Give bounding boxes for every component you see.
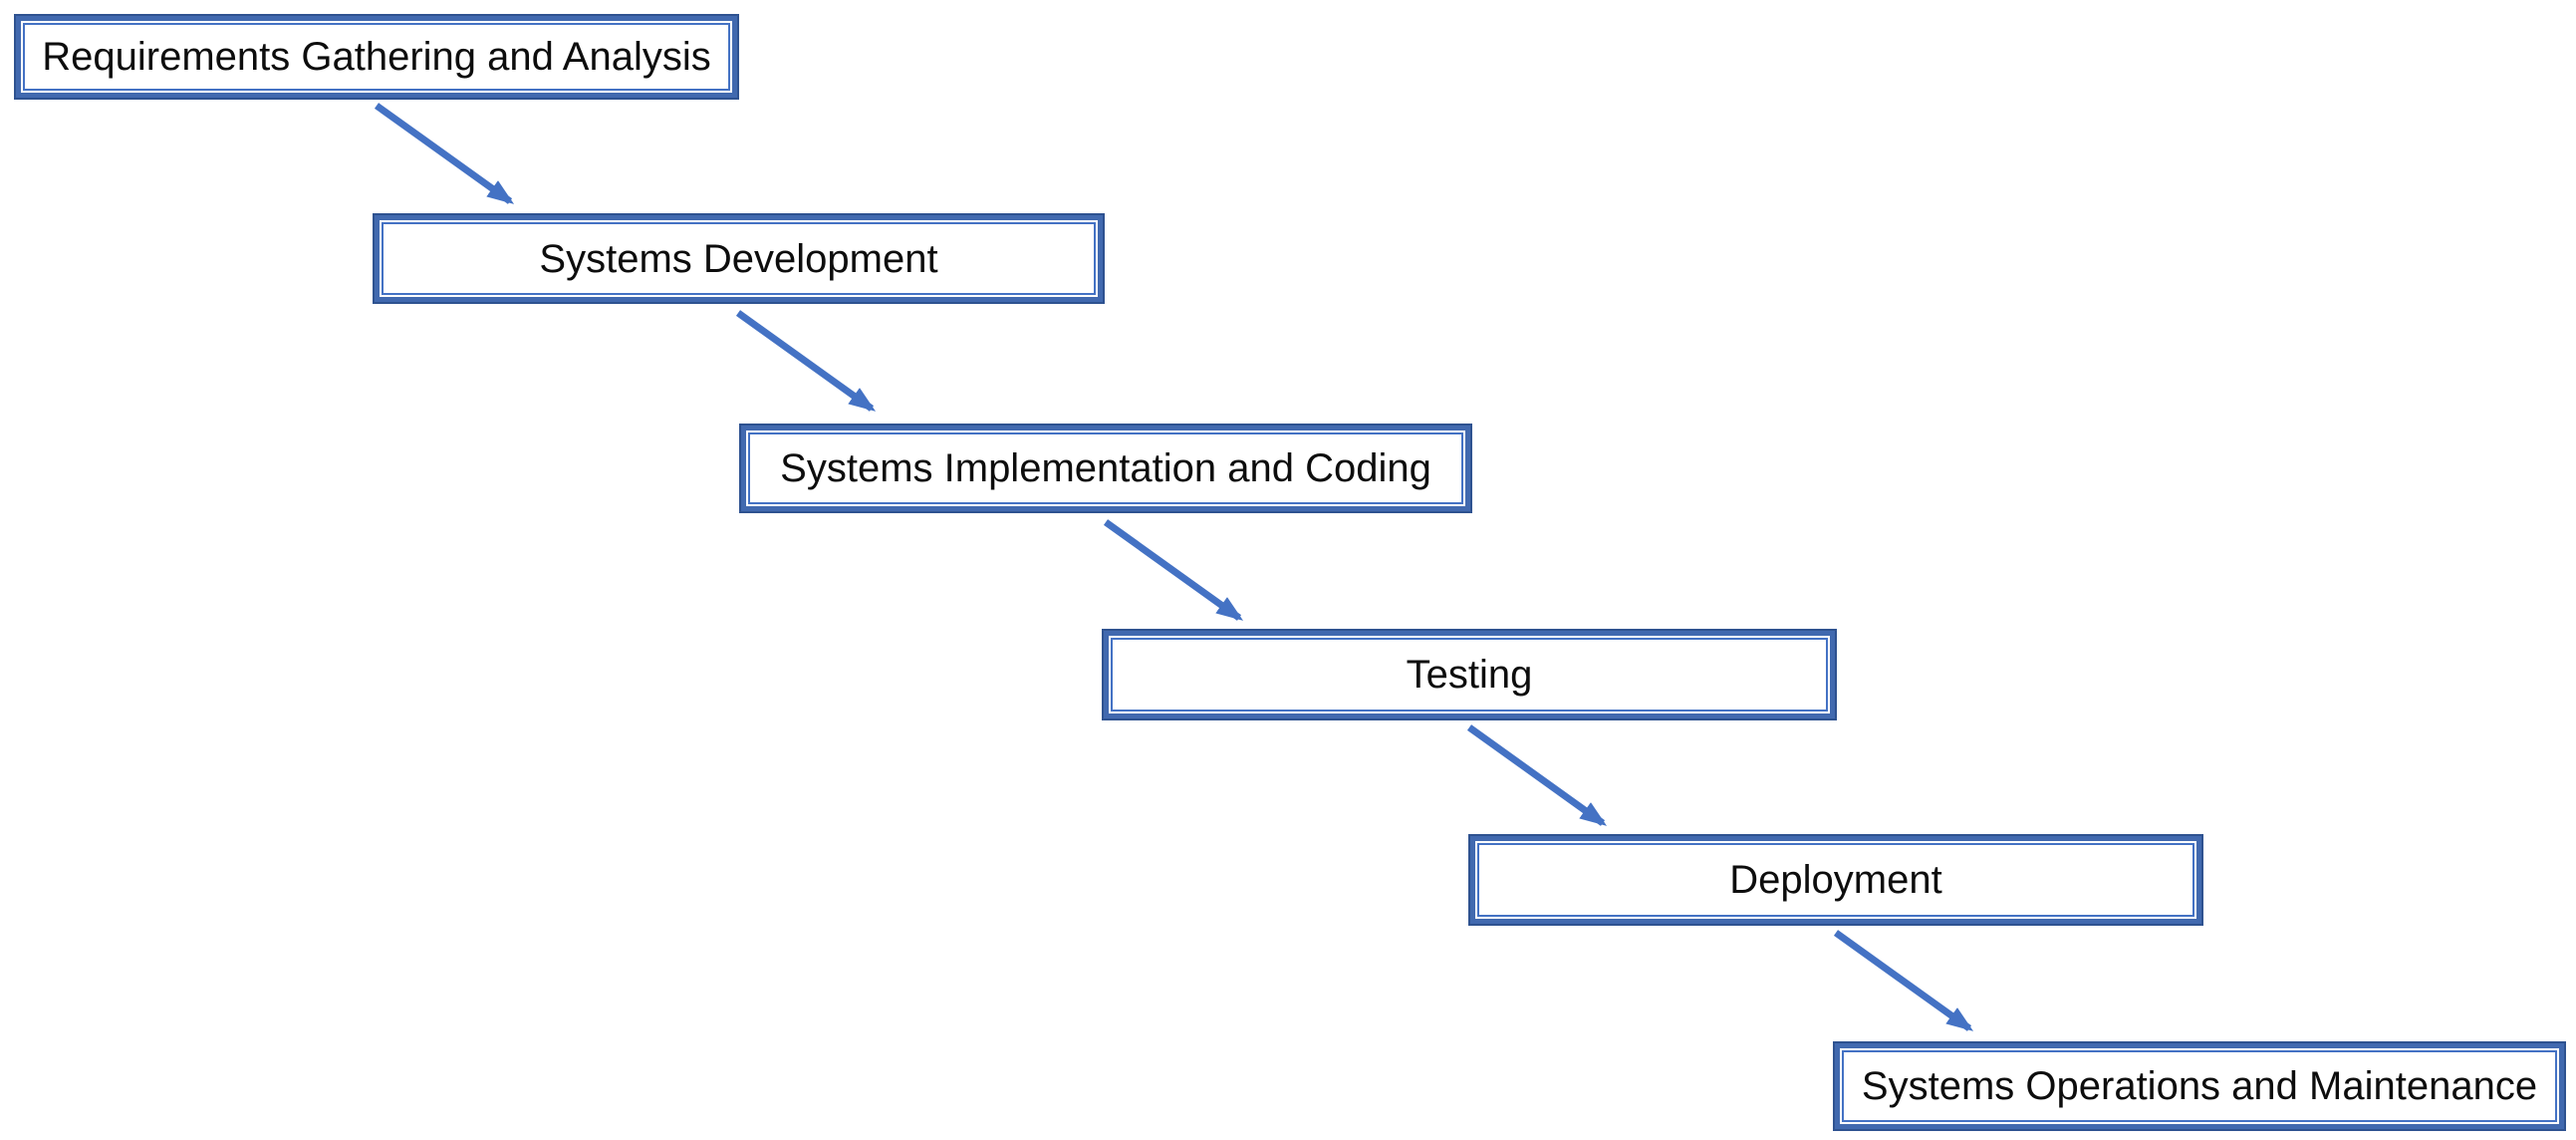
stage-deployment: Deployment xyxy=(1470,836,2201,924)
stage-label: Systems Operations and Maintenance xyxy=(1861,1064,2538,1108)
stage-systems-development: Systems Development xyxy=(375,215,1103,302)
arrow-testing-to-deployment xyxy=(1466,724,1608,826)
stage-systems-operations-and-maintenance: Systems Operations and Maintenance xyxy=(1835,1043,2564,1129)
stage-testing: Testing xyxy=(1104,631,1835,718)
stage-label: Systems Implementation and Coding xyxy=(780,446,1431,490)
arrow-deployment-to-operations xyxy=(1833,930,1974,1031)
stage-label: Requirements Gathering and Analysis xyxy=(42,35,711,79)
arrow-development-to-implementation xyxy=(735,310,877,412)
arrow-requirements-to-development xyxy=(374,103,515,204)
stage-requirements-gathering-and-analysis: Requirements Gathering and Analysis xyxy=(16,16,737,98)
stage-label: Systems Development xyxy=(539,236,938,281)
arrow-implementation-to-testing xyxy=(1103,519,1244,621)
stage-systems-implementation-and-coding: Systems Implementation and Coding xyxy=(741,426,1470,511)
stage-label: Testing xyxy=(1406,653,1533,697)
stage-label: Deployment xyxy=(1729,858,1942,902)
